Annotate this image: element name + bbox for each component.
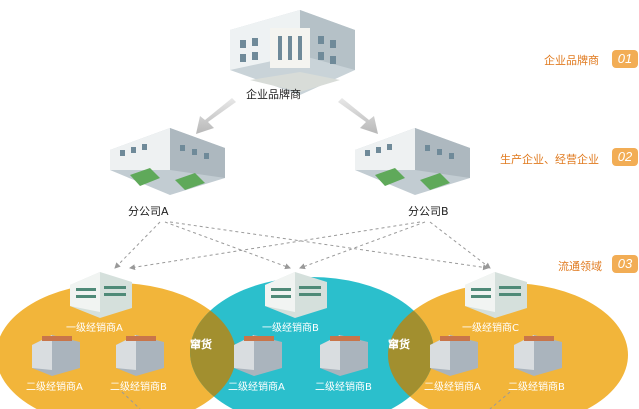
label-dealer1-c: 一级经销商C: [462, 323, 519, 334]
brand-building-icon: [230, 10, 355, 95]
branch-a-building-icon: [110, 128, 225, 195]
arrow-brand-to-branch-b: [338, 98, 378, 134]
label-dealer2-b2: 二级经销商B: [315, 382, 372, 393]
label-branch-b: 分公司B: [408, 205, 449, 218]
circle-dealer-b: [190, 277, 434, 409]
dealer2-b1-building-icon: [116, 335, 164, 376]
dealer2-a1-building-icon: [32, 335, 80, 376]
arrow-brand-to-branch-a: [196, 98, 236, 134]
dealer2-b2-building-icon: [320, 335, 368, 376]
tier-2-badge: 02: [612, 148, 638, 166]
label-dealer1-b: 一级经销商B: [262, 323, 319, 334]
tier-1-badge: 01: [612, 50, 638, 68]
label-dealer2-a1: 二级经销商A: [26, 382, 83, 393]
label-dealer2-b3: 二级经销商B: [508, 382, 565, 393]
tier-1-label: 企业品牌商: [544, 54, 599, 67]
dealer1-c-building-icon: [465, 272, 527, 318]
distribution-lines: [114, 221, 511, 409]
branch-b-building-icon: [355, 128, 470, 195]
circle-dealer-c: [388, 283, 628, 409]
label-branch-a: 分公司A: [128, 205, 169, 218]
label-dealer2-a3: 二级经销商A: [424, 382, 481, 393]
label-dealer1-a: 一级经销商A: [66, 323, 123, 334]
tier-2-label: 生产企业、经营企业: [500, 153, 599, 166]
dealer2-a3-building-icon: [430, 335, 478, 376]
label-dealer2-a2: 二级经销商A: [228, 382, 285, 393]
dealer1-a-building-icon: [70, 272, 132, 318]
dealer2-a2-building-icon: [234, 335, 282, 376]
dealer1-b-building-icon: [265, 272, 327, 318]
overlap-label-right: 窜货: [388, 338, 410, 351]
tier-3-badge: 03: [612, 255, 638, 273]
label-dealer2-b1: 二级经销商B: [110, 382, 167, 393]
dealer2-buildings: [32, 335, 562, 376]
dealer2-b3-building-icon: [514, 335, 562, 376]
overlap-label-left: 窜货: [190, 338, 212, 351]
label-brand: 企业品牌商: [246, 88, 301, 101]
tier-3-label: 流通领域: [558, 260, 602, 273]
